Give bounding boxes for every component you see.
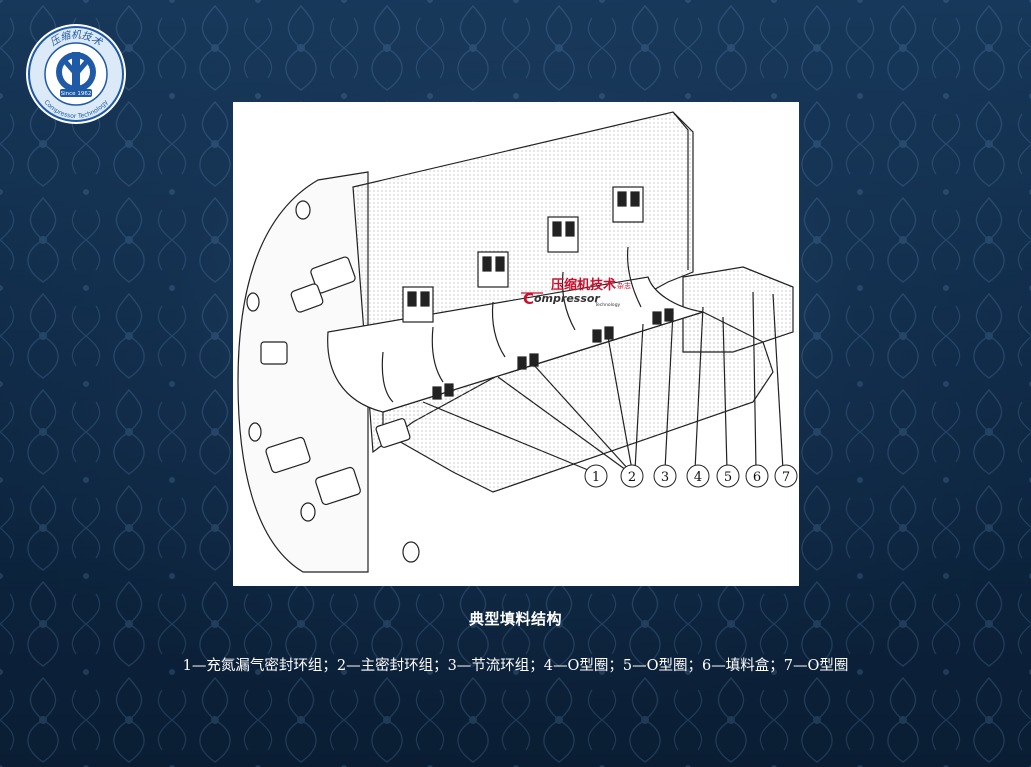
callout-label-2: 2 (628, 470, 636, 485)
callout-4: 4 (686, 464, 710, 488)
magazine-watermark: 压缩机技术 杂志 C ompressor Technology (521, 277, 631, 308)
callout-3: 3 (653, 464, 677, 488)
watermark-en-initial: C (523, 290, 534, 308)
callout-label-4: 4 (694, 470, 702, 485)
packing-cross-section-drawing: 压缩机技术 杂志 C ompressor Technology 1 2 3 (237, 111, 798, 573)
callout-label-7: 7 (782, 470, 790, 485)
watermark-en-small: Technology (594, 302, 621, 308)
callout-7: 7 (774, 464, 798, 488)
watermark-suffix-text: 杂志 (617, 281, 631, 290)
figure-caption: 典型填料结构 (468, 610, 562, 628)
figure-legend: 1—充氮漏气密封环组；2—主密封环组；3—节流环组；4—O型圈；5—O型圈；6—… (182, 658, 849, 674)
watermark-en-text: ompressor (534, 292, 600, 305)
callout-label-3: 3 (661, 470, 669, 485)
logo-badge-text: Since 1962 (61, 91, 92, 97)
compressor-technology-logo: 压缩机技术 Compressor Technology Since 1962 (26, 24, 126, 124)
callout-1: 1 (584, 464, 608, 488)
callout-label-1: 1 (592, 470, 600, 485)
callout-label-5: 5 (724, 470, 732, 485)
callout-6: 6 (745, 464, 769, 488)
packing-structure-figure: 压缩机技术 杂志 C ompressor Technology 1 2 3 (233, 102, 799, 586)
watermark-cn-text: 压缩机技术 (551, 277, 616, 293)
callout-2: 2 (620, 464, 644, 488)
callout-label-6: 6 (753, 470, 761, 485)
callout-5: 5 (716, 464, 740, 488)
